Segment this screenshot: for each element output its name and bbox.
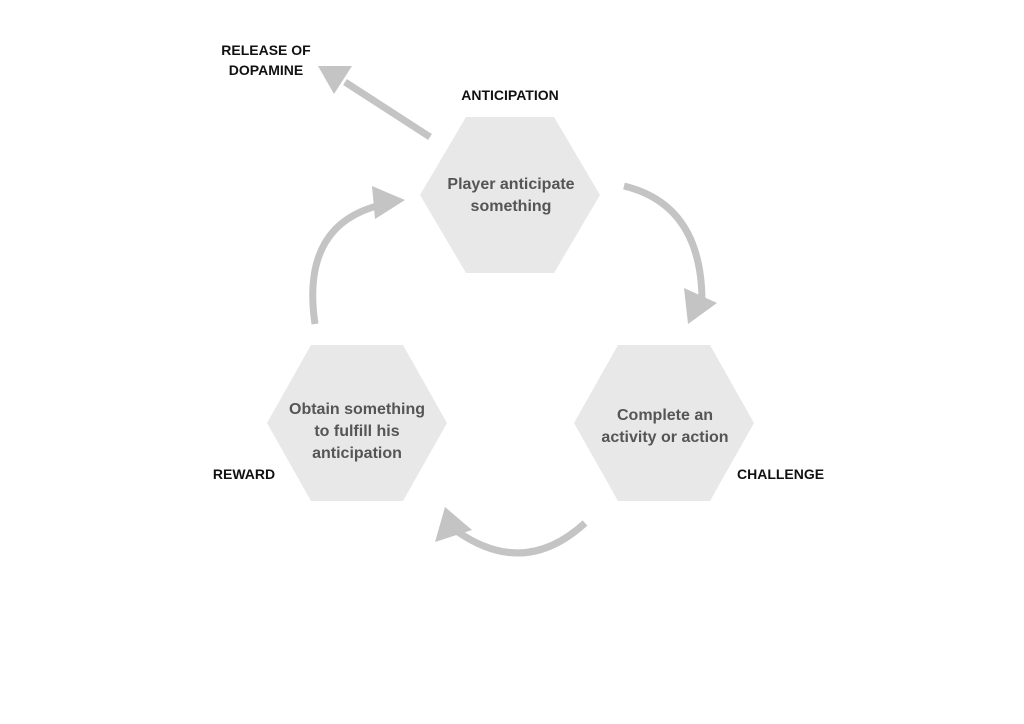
release-label-line1: RELEASE OF bbox=[221, 42, 311, 58]
anticipation-text-line2: something bbox=[471, 198, 552, 215]
challenge-label: CHALLENGE bbox=[737, 466, 824, 482]
arrow-challenge-to-reward bbox=[456, 520, 588, 557]
arrow-release-of-dopamine bbox=[343, 79, 432, 140]
arrow-reward-to-anticipation bbox=[309, 200, 386, 325]
challenge-text-line2: activity or action bbox=[601, 429, 728, 446]
reward-text-line2: to fulfill his bbox=[314, 423, 399, 440]
arrowhead-dopamine bbox=[318, 66, 352, 94]
arrowhead-to-challenge bbox=[684, 288, 717, 324]
reward-text-line3: anticipation bbox=[312, 445, 402, 462]
reward-label: REWARD bbox=[213, 466, 275, 482]
reward-hexagon bbox=[267, 345, 447, 501]
reward-text-line1: Obtain something bbox=[289, 401, 425, 418]
anticipation-text-line1: Player anticipate bbox=[447, 176, 574, 193]
challenge-text-line1: Complete an bbox=[617, 407, 713, 424]
arrowhead-to-reward bbox=[435, 507, 472, 542]
release-label-line2: DOPAMINE bbox=[229, 62, 303, 78]
anticipation-label: ANTICIPATION bbox=[461, 87, 558, 103]
arrowhead-to-anticipation bbox=[372, 186, 405, 219]
challenge-hexagon bbox=[574, 345, 754, 501]
anticipation-hexagon bbox=[420, 117, 600, 273]
arrow-anticipation-to-challenge bbox=[623, 182, 706, 303]
